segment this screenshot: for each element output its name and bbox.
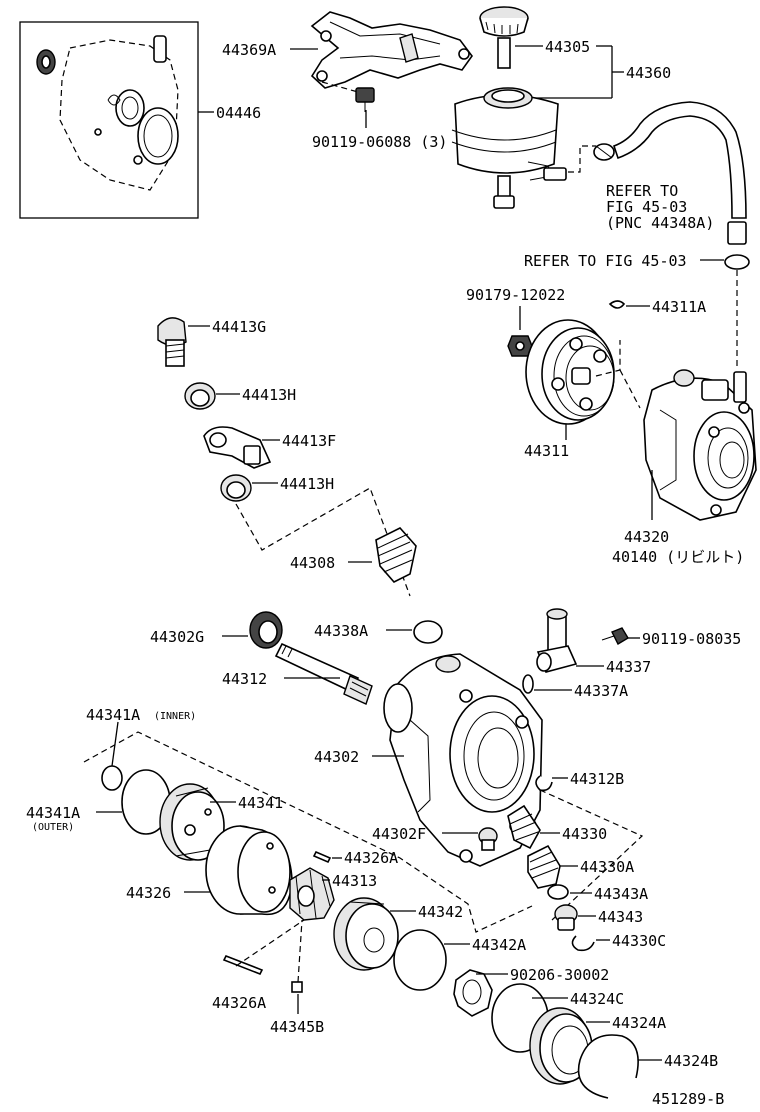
plug-44343 [554, 904, 578, 931]
plug-44302F [478, 827, 498, 851]
label-04446: 04446 [216, 104, 261, 122]
label-40140: 40140 (リビルト) [612, 548, 744, 566]
label-44320: 44320 [624, 528, 669, 546]
spring-44330A [527, 844, 561, 889]
label-44342: 44342 [418, 903, 463, 921]
label-44324B: 44324B [664, 1052, 718, 1070]
label-44311: 44311 [524, 442, 569, 460]
reservoir-tank [451, 87, 567, 209]
label-44337: 44337 [606, 658, 651, 676]
label-44312B: 44312B [570, 770, 624, 788]
side-plate-44342 [333, 897, 399, 971]
snap-ring-44324B [577, 1034, 639, 1099]
label-90206-30002: 90206-30002 [510, 966, 609, 984]
pin-44326A-lower [222, 954, 264, 976]
key-44311A [608, 300, 626, 309]
label-44302F: 44302F [372, 825, 426, 843]
valve-44330 [507, 804, 541, 850]
label-44326: 44326 [126, 884, 171, 902]
o-ring-44343A [547, 884, 569, 900]
label-44342A: 44342A [472, 936, 526, 954]
label-44302G: 44302G [150, 628, 204, 646]
label-44337A: 44337A [574, 682, 628, 700]
bracket-44369A [310, 11, 473, 89]
label-44326A-lower: 44326A [212, 994, 266, 1012]
flow-control-valve-44308 [375, 527, 417, 583]
label-outer-note: (OUTER) [32, 822, 74, 833]
reservoir-cap-44305 [479, 6, 529, 69]
oil-seal-44302G [249, 611, 283, 649]
label-44308: 44308 [290, 554, 335, 572]
label-44413H-lower: 44413H [280, 475, 334, 493]
o-ring-44337A [522, 674, 534, 694]
label-44341A-outer: 44341A [26, 804, 80, 822]
gasket-44413H-lower [220, 474, 252, 502]
pin-44345B [291, 981, 303, 993]
return-hose [612, 101, 747, 245]
label-44313: 44313 [332, 872, 377, 890]
nut-90179-12022 [507, 335, 533, 357]
label-44413G: 44413G [212, 318, 266, 336]
union-44337 [536, 608, 578, 673]
hose-clamp-lower [724, 254, 750, 270]
label-44341: 44341 [238, 794, 283, 812]
figure-id: 451289-B [652, 1090, 724, 1108]
snap-ring-44330C [571, 935, 595, 952]
union-bolt-44413G [157, 317, 187, 367]
label-44413F: 44413F [282, 432, 336, 450]
label-refer-pnc: (PNC 44348A) [606, 214, 714, 232]
label-refer-to-fig-45-03: REFER TO FIG 45-03 [524, 252, 687, 270]
label-44326A-upper: 44326A [344, 849, 398, 867]
label-44324C: 44324C [570, 990, 624, 1008]
pin-44326A-upper [312, 850, 332, 864]
label-44338A: 44338A [314, 622, 368, 640]
label-90119-08035: 90119-08035 [642, 630, 741, 648]
label-44302: 44302 [314, 748, 359, 766]
o-ring-44338A [413, 620, 443, 644]
pump-body-44302 [383, 653, 543, 867]
bolt-90119-06088 [321, 81, 375, 112]
label-44343A: 44343A [594, 885, 648, 903]
label-44330A: 44330A [580, 858, 634, 876]
label-90119-06088: 90119-06088 (3) [312, 133, 447, 151]
gasket-kit-illustration [36, 35, 179, 191]
cam-ring-44326 [205, 825, 293, 916]
label-refer-fig: FIG 45-03 [606, 198, 687, 216]
label-44360: 44360 [626, 64, 671, 82]
union-44413F [203, 426, 272, 469]
label-44305: 44305 [545, 38, 590, 56]
label-44312: 44312 [222, 670, 267, 688]
label-44345B: 44345B [270, 1018, 324, 1036]
pump-assembly-44320 [643, 369, 757, 521]
gasket-44413H-upper [184, 382, 216, 410]
label-44311A: 44311A [652, 298, 706, 316]
label-44330: 44330 [562, 825, 607, 843]
label-44343: 44343 [598, 908, 643, 926]
label-inner-note: (INNER) [154, 711, 196, 722]
label-refer-to: REFER TO [606, 182, 678, 200]
label-90179-12022: 90179-12022 [466, 286, 565, 304]
label-44324A: 44324A [612, 1014, 666, 1032]
label-44330C: 44330C [612, 932, 666, 950]
o-ring-44341A-inner [101, 765, 123, 791]
label-44341A-inner: 44341A [86, 706, 140, 724]
o-ring-44342A [393, 929, 447, 991]
label-44413H-upper: 44413H [242, 386, 296, 404]
snap-ring-44312B [535, 775, 553, 792]
bolt-90119-08035 [601, 627, 629, 645]
pulley-44311 [525, 319, 615, 425]
side-plate-44341 [159, 783, 225, 861]
hose-clamp [593, 143, 615, 161]
gasket-kit-inset-box [19, 21, 199, 219]
spring-plate-90206-30002 [453, 969, 493, 1017]
label-44369A: 44369A [222, 41, 276, 59]
rotor-44313 [289, 867, 335, 921]
shaft-44312 [274, 642, 373, 705]
